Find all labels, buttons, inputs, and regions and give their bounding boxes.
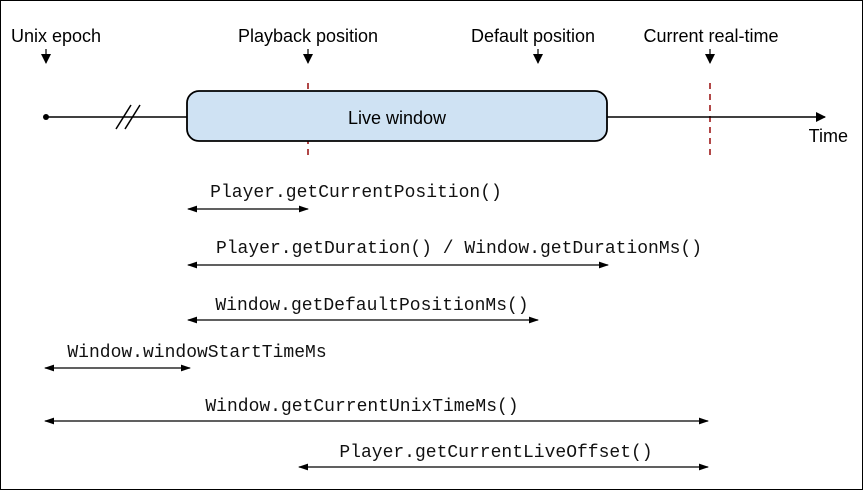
- live-window-label: Live window: [348, 108, 447, 128]
- annotation-label: Window.getCurrentUnixTimeMs(): [205, 397, 518, 417]
- annotation-label: Window.getDefaultPositionMs(): [215, 296, 528, 316]
- annotation-get-current-live-offset: Player.getCurrentLiveOffset(): [298, 443, 709, 471]
- annotation-label: Player.getDuration() / Window.getDuratio…: [216, 239, 702, 259]
- marker-unix-epoch: Unix epoch: [11, 26, 101, 64]
- annotation-window-start-time: Window.windowStartTimeMs: [44, 343, 327, 372]
- annotation-get-current-position: Player.getCurrentPosition(): [187, 183, 502, 213]
- annotation-label: Player.getCurrentLiveOffset(): [339, 443, 652, 463]
- annotation-get-default-position: Window.getDefaultPositionMs(): [187, 296, 539, 324]
- marker-label: Unix epoch: [11, 26, 101, 46]
- live-window-box: [186, 90, 608, 142]
- annotation-label: Player.getCurrentPosition(): [210, 183, 502, 203]
- marker-label: Default position: [471, 26, 595, 46]
- annotation-get-duration: Player.getDuration() / Window.getDuratio…: [187, 239, 702, 269]
- axis-break-icon: [115, 104, 141, 130]
- marker-label: Current real-time: [643, 26, 778, 46]
- annotation-get-current-unix-time: Window.getCurrentUnixTimeMs(): [44, 397, 709, 425]
- annotation-label: Window.windowStartTimeMs: [67, 343, 326, 363]
- marker-current-real-time: Current real-time: [643, 26, 779, 155]
- time-axis-label: Time: [809, 126, 848, 146]
- api-annotations-group: Player.getCurrentPosition() Player.getDur…: [44, 183, 709, 471]
- marker-label: Playback position: [238, 26, 378, 46]
- top-markers-group: Unix epoch Playback position Default posit…: [11, 26, 779, 155]
